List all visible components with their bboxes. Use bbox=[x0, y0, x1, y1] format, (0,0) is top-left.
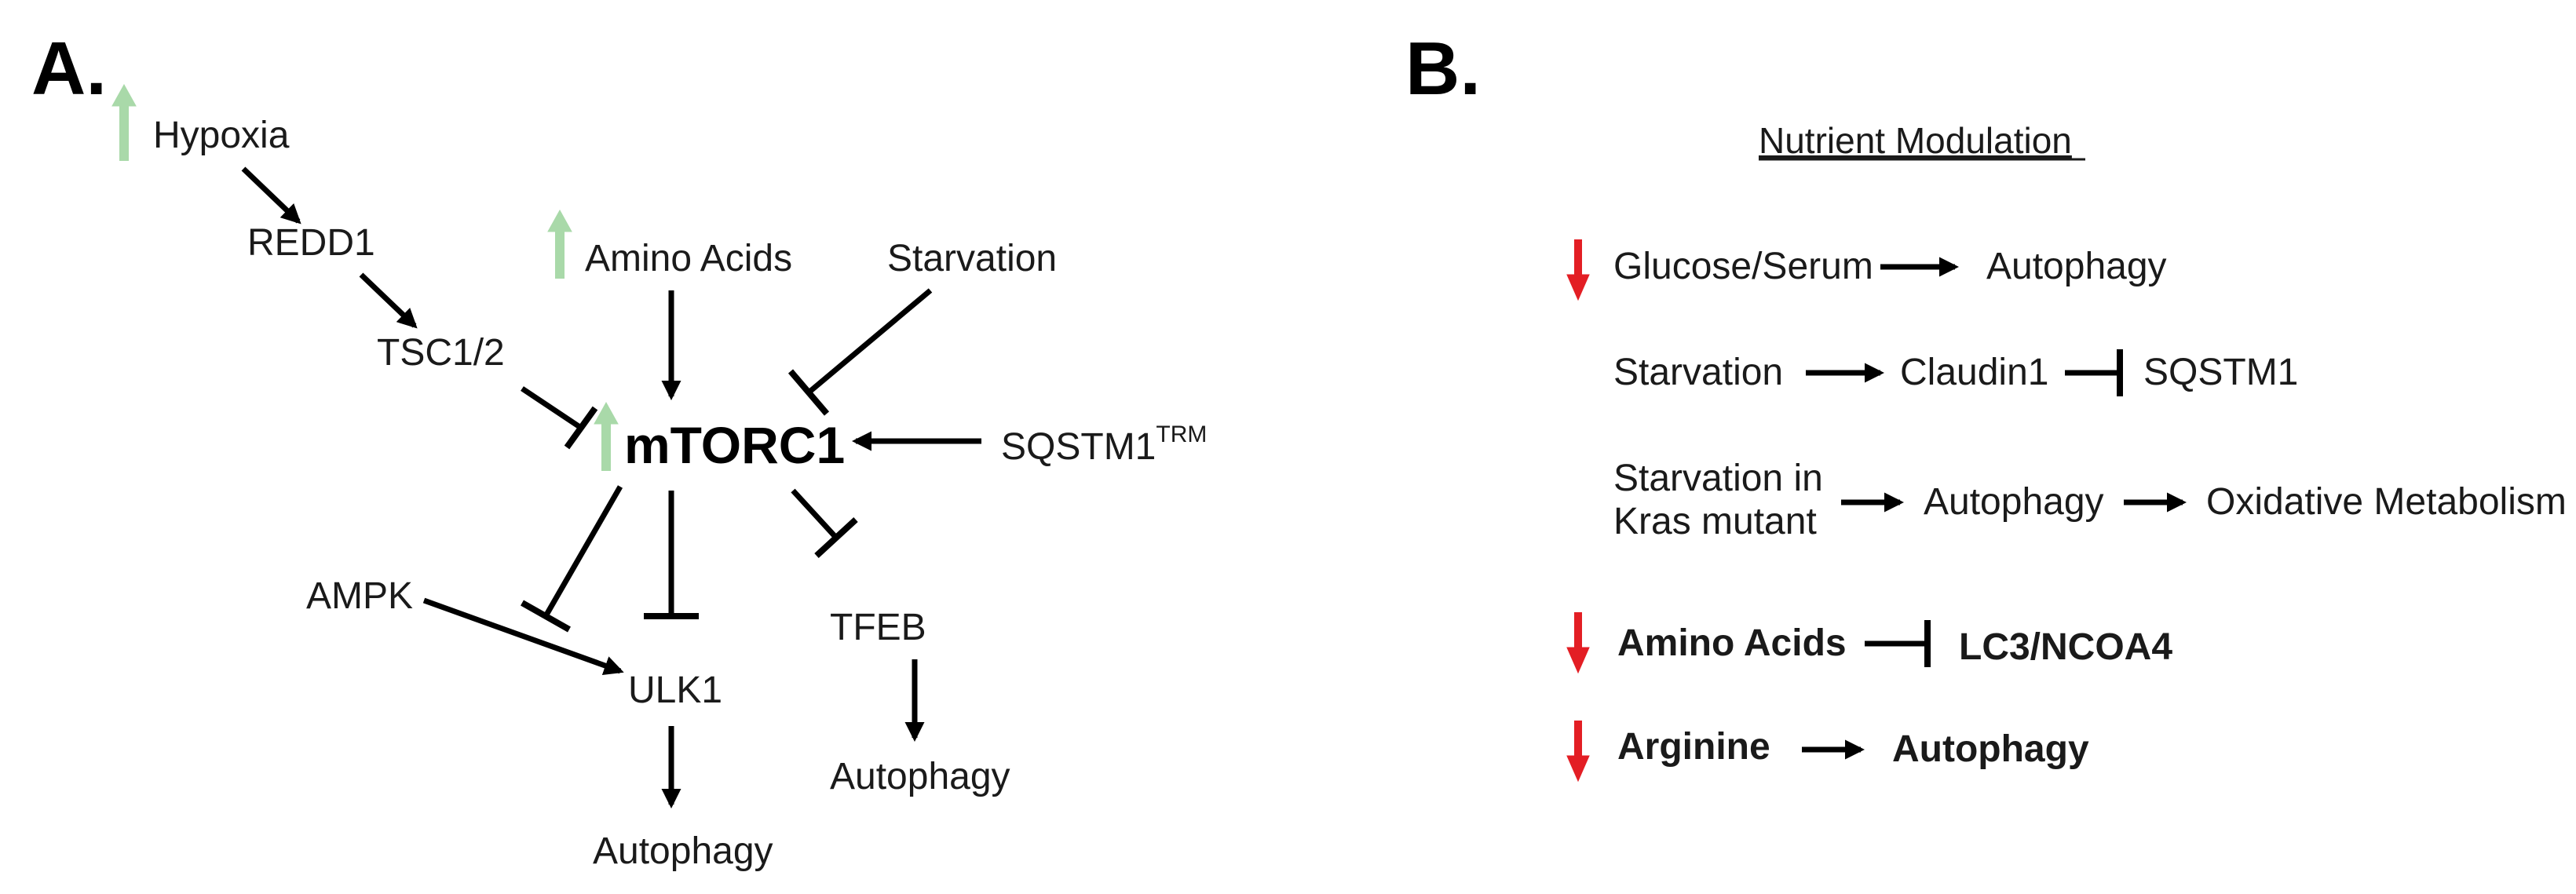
edge-mtorc1-inhibits-tfeb bbox=[791, 488, 858, 558]
row2-mid: Claudin1 bbox=[1900, 352, 2048, 393]
trm-superscript: TRM bbox=[1156, 421, 1207, 447]
edge-ampk-ulk1 bbox=[422, 597, 624, 676]
edge-mtorc1-inhibits-ulk1 bbox=[644, 491, 699, 619]
row4-inhibit bbox=[1865, 620, 1931, 667]
up-arrow-icon bbox=[594, 401, 619, 471]
row3-source-line1: Starvation in bbox=[1613, 458, 1823, 499]
row1-source: Glucose/Serum bbox=[1613, 246, 1873, 287]
down-arrow-icon bbox=[1566, 239, 1590, 301]
row3-source-line2: Kras mutant bbox=[1613, 501, 1817, 542]
up-arrow-icon bbox=[111, 83, 137, 161]
node-redd1: REDD1 bbox=[247, 222, 375, 264]
row2-target: SQSTM1 bbox=[2143, 352, 2298, 393]
row3-target: Oxidative Metabolism bbox=[2206, 481, 2567, 523]
node-hypoxia: Hypoxia bbox=[153, 115, 290, 156]
node-autophagy-ulk1: Autophagy bbox=[593, 830, 773, 872]
node-ampk: AMPK bbox=[306, 575, 413, 617]
panel-b-heading: Nutrient Modulation bbox=[1759, 120, 2072, 161]
down-arrow-icon bbox=[1566, 612, 1590, 674]
row4-target: LC3/NCOA4 bbox=[1959, 626, 2172, 668]
edge-tsc-inhibits-mtorc1 bbox=[521, 386, 598, 450]
node-tsc1-2: TSC1/2 bbox=[377, 332, 505, 374]
row1-target: Autophagy bbox=[1986, 246, 2167, 287]
row4-source: Amino Acids bbox=[1617, 622, 1847, 664]
edge-hypoxia-redd1 bbox=[241, 166, 301, 224]
row3-mid: Autophagy bbox=[1924, 481, 2104, 523]
row5-source: Arginine bbox=[1617, 726, 1770, 768]
down-arrow-icon bbox=[1566, 721, 1590, 783]
node-starvation: Starvation bbox=[887, 238, 1057, 279]
node-ulk1: ULK1 bbox=[628, 670, 722, 711]
panel-b-label: B. bbox=[1405, 27, 1481, 111]
node-amino-acids: Amino Acids bbox=[585, 238, 792, 279]
node-tfeb: TFEB bbox=[830, 607, 926, 648]
edge-mtorc1-inhibits-ulk1-left bbox=[521, 485, 623, 633]
edge-starvation-inhibits-mtorc1 bbox=[787, 288, 933, 416]
node-autophagy-tfeb: Autophagy bbox=[830, 756, 1010, 797]
node-mtorc1: mTORC1 bbox=[624, 416, 845, 474]
row2-source: Starvation bbox=[1613, 352, 1783, 393]
node-sqstm1-trm: SQSTM1TRM bbox=[1001, 421, 1207, 468]
up-arrow-icon bbox=[547, 209, 572, 279]
panel-a-label: A. bbox=[31, 27, 107, 111]
row5-target: Autophagy bbox=[1892, 728, 2089, 770]
row2-inhibit bbox=[2065, 349, 2123, 396]
edge-redd1-tsc bbox=[359, 272, 418, 329]
